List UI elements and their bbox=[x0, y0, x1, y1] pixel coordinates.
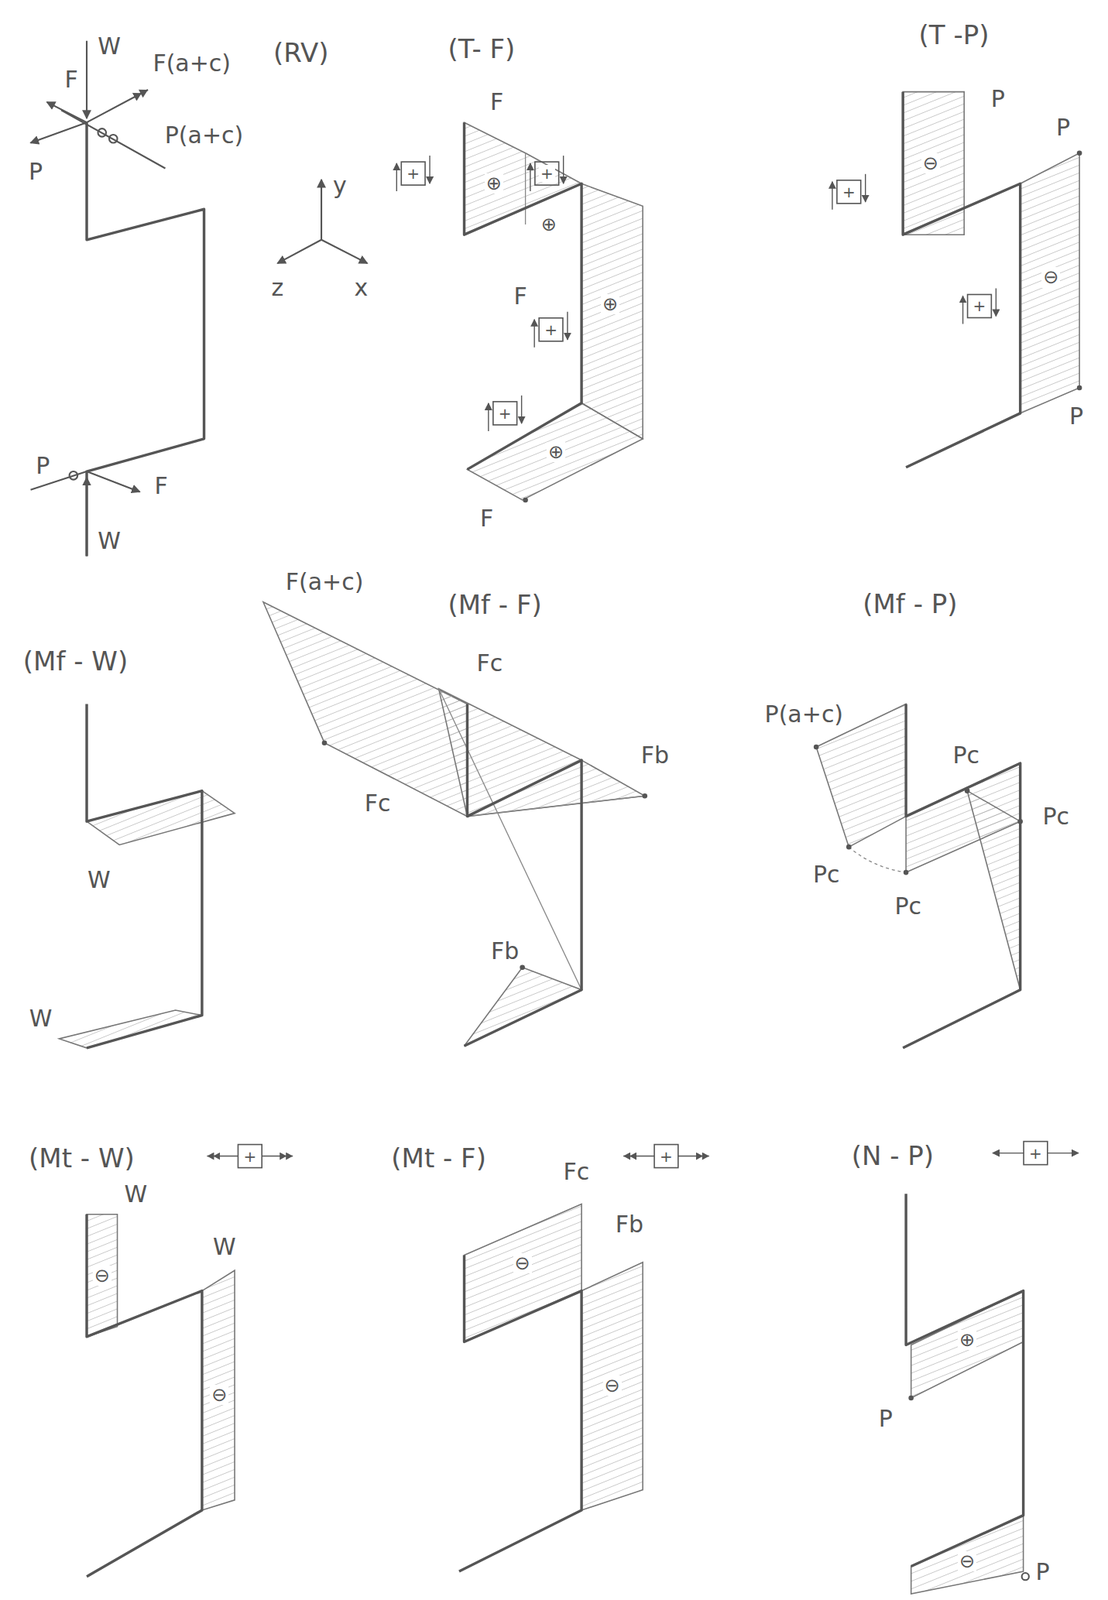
sign-convention: + bbox=[497, 404, 514, 422]
force-label: ⊕ bbox=[600, 294, 620, 315]
force-label: F bbox=[153, 473, 170, 499]
sign-convention: + bbox=[542, 321, 560, 339]
force-label: z bbox=[270, 274, 286, 301]
force-label: F bbox=[488, 89, 505, 115]
force-label: x bbox=[353, 274, 371, 301]
force-label: ⊖ bbox=[603, 1375, 622, 1397]
axial-arrow bbox=[206, 1156, 238, 1157]
force-label: Pc bbox=[951, 742, 982, 769]
force-label: ⊕ bbox=[546, 442, 566, 463]
force-label: W bbox=[27, 1005, 55, 1032]
force-label: (Mf - F) bbox=[445, 590, 543, 620]
force-label: Pc bbox=[892, 893, 923, 920]
axial-arrow bbox=[1047, 1152, 1079, 1154]
force-label: Fc bbox=[562, 1159, 592, 1185]
force-label: ⊖ bbox=[957, 1551, 977, 1572]
force-label: (RV) bbox=[271, 38, 331, 68]
force-label: P bbox=[989, 85, 1007, 112]
axial-arrow bbox=[261, 1156, 293, 1157]
sign-convention: + bbox=[1027, 1145, 1044, 1163]
force-label: Pc bbox=[811, 861, 842, 888]
force-label: (T- F) bbox=[446, 34, 518, 64]
sign-box bbox=[1023, 1142, 1048, 1166]
force-label: P bbox=[877, 1406, 895, 1432]
shear-arrow bbox=[562, 155, 564, 184]
shear-arrow bbox=[428, 155, 430, 184]
force-label: ⊖ bbox=[92, 1265, 112, 1287]
sign-box bbox=[538, 318, 563, 342]
shear-arrow bbox=[487, 403, 489, 432]
shear-arrow bbox=[566, 312, 568, 340]
force-label: (Mt - F) bbox=[389, 1144, 488, 1174]
axial-arrow bbox=[678, 1156, 710, 1157]
force-label: P(a+c) bbox=[763, 701, 846, 728]
sign-convention: + bbox=[840, 183, 858, 201]
sign-box bbox=[837, 180, 862, 204]
force-label: F bbox=[511, 283, 529, 309]
force-label: ⊖ bbox=[1041, 267, 1060, 288]
force-label: F(a+c) bbox=[150, 50, 233, 76]
shear-arrow bbox=[962, 295, 964, 324]
force-label: F bbox=[478, 505, 495, 532]
sign-convention: + bbox=[404, 164, 422, 182]
force-label: Fb bbox=[639, 742, 671, 769]
force-label: ⊕ bbox=[539, 214, 559, 235]
force-label: W bbox=[96, 33, 123, 59]
force-label: ⊖ bbox=[513, 1253, 532, 1274]
sign-convention: + bbox=[658, 1148, 675, 1166]
sign-convention: + bbox=[241, 1148, 258, 1166]
sign-convention: + bbox=[971, 297, 988, 315]
shear-arrow bbox=[995, 288, 997, 316]
sign-box bbox=[654, 1145, 679, 1169]
force-label: P bbox=[1034, 1559, 1052, 1585]
force-label: Fb bbox=[489, 938, 521, 964]
force-label: (N - P) bbox=[850, 1142, 936, 1171]
force-label: (Mt - W) bbox=[27, 1144, 137, 1174]
force-label: (Mf - P) bbox=[861, 590, 959, 619]
force-label: ⊕ bbox=[484, 173, 504, 194]
shear-arrow bbox=[864, 174, 866, 203]
shear-arrow bbox=[533, 319, 535, 348]
force-label: Fc bbox=[475, 650, 505, 676]
axial-arrow bbox=[992, 1152, 1024, 1154]
force-label: P bbox=[1054, 114, 1072, 141]
force-label: P bbox=[34, 452, 52, 479]
force-label: ⊖ bbox=[921, 153, 940, 174]
force-label: W bbox=[122, 1181, 149, 1208]
sign-box bbox=[535, 161, 560, 186]
force-label: W bbox=[96, 528, 123, 554]
force-label: F bbox=[63, 66, 80, 93]
sign-box bbox=[237, 1145, 262, 1169]
force-label: ⊖ bbox=[209, 1385, 229, 1406]
force-label: ⊕ bbox=[957, 1330, 977, 1351]
force-label: (Mf - W) bbox=[21, 647, 130, 676]
sign-box bbox=[967, 294, 992, 318]
shear-arrow bbox=[521, 395, 522, 424]
force-label: Fc bbox=[363, 790, 393, 817]
sign-box bbox=[401, 161, 426, 186]
axial-arrow bbox=[623, 1156, 655, 1157]
sign-box bbox=[493, 401, 518, 426]
force-label: F(a+c) bbox=[284, 569, 366, 595]
shear-arrow bbox=[831, 181, 833, 210]
shear-arrow bbox=[396, 163, 398, 192]
force-label: Fb bbox=[614, 1211, 645, 1238]
force-label: P bbox=[27, 158, 45, 185]
force-label: W bbox=[211, 1234, 238, 1260]
force-label: Pc bbox=[1041, 803, 1072, 830]
force-label: P bbox=[1067, 403, 1085, 429]
force-label: P(a+c) bbox=[163, 122, 246, 148]
shear-arrow bbox=[529, 163, 531, 192]
force-label: (T -P) bbox=[917, 20, 992, 50]
force-label: W bbox=[85, 867, 113, 893]
sign-convention: + bbox=[538, 164, 556, 182]
force-label: y bbox=[331, 172, 349, 199]
